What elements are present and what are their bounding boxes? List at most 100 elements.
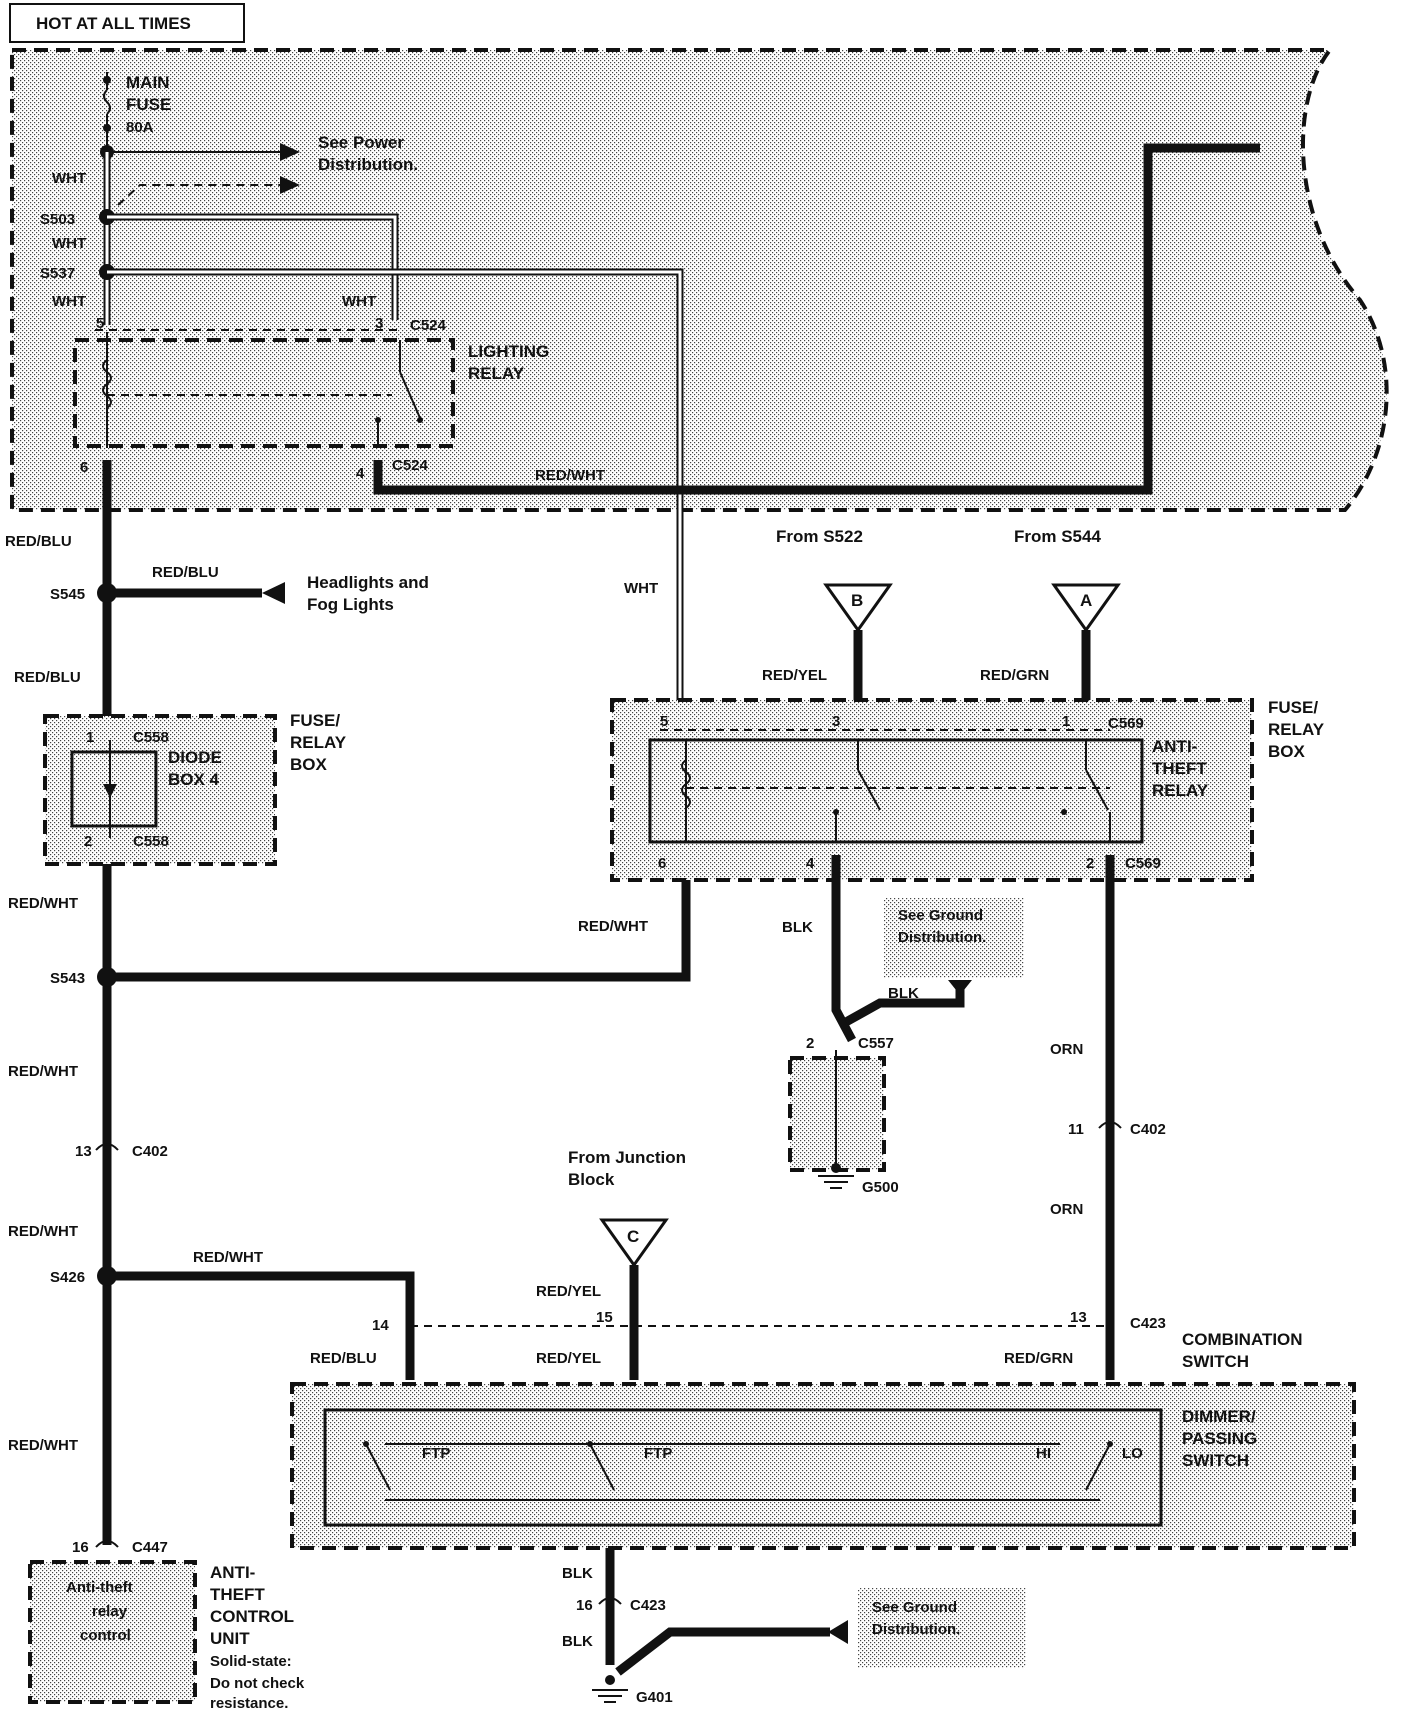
pin-13-c423: 13 (1070, 1309, 1087, 1326)
connector-c569-top: C569 (1108, 715, 1144, 732)
pin-6-anti-theft: 6 (658, 855, 666, 872)
control-unit-label-3: CONTROL (210, 1607, 294, 1626)
orn-label-1: ORN (1050, 1041, 1083, 1058)
from-junction-label-2: Block (568, 1170, 615, 1189)
marker-b-label: B (851, 591, 863, 610)
red-wht-label-top: RED/WHT (535, 467, 605, 484)
red-yel-label-top: RED/YEL (762, 667, 827, 684)
connector-c524-bottom: C524 (392, 457, 429, 474)
pin-13-c402-left: 13 (75, 1143, 92, 1160)
blk-label-2: BLK (888, 985, 919, 1002)
pin-3-lighting: 3 (375, 315, 383, 332)
power-distribution-label: See Power (318, 133, 404, 152)
pin-1-anti-theft: 1 (1062, 713, 1070, 730)
connector-c558-top: C558 (133, 729, 169, 746)
pin-4-lighting: 4 (356, 465, 365, 482)
diode-box-label: DIODE (168, 748, 222, 767)
red-yel-label-1: RED/YEL (536, 1283, 601, 1300)
pin-11-c402: 11 (1068, 1121, 1084, 1138)
pin-1-diode: 1 (86, 729, 94, 746)
dimmer-switch-label: DIMMER/ (1182, 1407, 1256, 1426)
pin-2-anti-theft: 2 (1086, 855, 1094, 872)
red-blu-label-3: RED/BLU (14, 669, 81, 686)
from-s522-label: From S522 (776, 527, 863, 546)
fuse-relay-box-label-left: FUSE/ (290, 711, 340, 730)
splice-s503: S503 (40, 211, 75, 228)
pin-5-lighting: 5 (96, 315, 104, 332)
ground-g401: G401 (636, 1689, 673, 1706)
headlights-label: Headlights and (307, 573, 429, 592)
ground-distribution-bottom (858, 1588, 1026, 1668)
red-yel-label-2: RED/YEL (536, 1350, 601, 1367)
orn-label-2: ORN (1050, 1201, 1083, 1218)
control-unit-box-label-2: relay (92, 1603, 128, 1620)
marker-a-label: A (1080, 591, 1092, 610)
pin-14-c423: 14 (372, 1317, 389, 1334)
header-title: HOT AT ALL TIMES (36, 14, 191, 33)
lo-label: LO (1122, 1445, 1143, 1462)
marker-b (823, 583, 893, 633)
ground-distribution-top (884, 898, 1024, 978)
pin-5-anti-theft: 5 (660, 713, 668, 730)
connector-c423-bottom: C423 (630, 1597, 666, 1614)
pin-15-c423: 15 (596, 1309, 613, 1326)
pin-16-c447: 16 (72, 1539, 89, 1556)
pin-16-c423: 16 (576, 1597, 593, 1614)
red-wht-label-2: RED/WHT (578, 918, 648, 935)
red-blu-label-2: RED/BLU (152, 564, 219, 581)
wht-label-3: WHT (52, 293, 86, 310)
splice-s543: S543 (50, 970, 85, 987)
control-unit-label-2: THEFT (210, 1585, 265, 1604)
fuse-relay-box-region (10, 48, 1389, 512)
control-unit-label: ANTI- (210, 1563, 255, 1582)
diode-box-label-2: BOX 4 (168, 770, 220, 789)
main-fuse-label: MAIN (126, 73, 169, 92)
splice-s545: S545 (50, 586, 85, 603)
wht-label-1: WHT (52, 170, 86, 187)
main-fuse-label-2: FUSE (126, 95, 171, 114)
blk-label-1: BLK (782, 919, 813, 936)
control-unit-box-label: Anti-theft (66, 1579, 133, 1596)
fuse-relay-box-label-left-2: RELAY (290, 733, 347, 752)
ground-distribution-bottom-label-2: Distribution. (872, 1621, 960, 1638)
anti-theft-relay-label-3: RELAY (1152, 781, 1209, 800)
from-s544-label: From S544 (1014, 527, 1101, 546)
from-junction-label: From Junction (568, 1148, 686, 1167)
ground-g500: G500 (862, 1179, 899, 1196)
red-grn-label-top: RED/GRN (980, 667, 1049, 684)
main-fuse-rating: 80A (126, 119, 154, 136)
control-unit-label-4: UNIT (210, 1629, 250, 1648)
ground-distribution-bottom-label: See Ground (872, 1599, 957, 1616)
connector-c557: C557 (858, 1035, 894, 1052)
pin-4-anti-theft: 4 (806, 855, 815, 872)
fuse-relay-box-label-right: FUSE/ (1268, 698, 1318, 717)
connector-c423-top: C423 (1130, 1315, 1166, 1332)
anti-theft-control-unit (28, 1560, 197, 1704)
pin-3-anti-theft: 3 (832, 713, 840, 730)
anti-theft-relay (648, 738, 1144, 844)
red-wht-label-4: RED/WHT (8, 1223, 78, 1240)
connector-c569-bottom: C569 (1125, 855, 1161, 872)
connector-c524-top: C524 (410, 317, 447, 334)
connector-c402-left: C402 (132, 1143, 168, 1160)
ground-distribution-label: See Ground (898, 907, 983, 924)
wht-label-5: WHT (624, 580, 658, 597)
power-distribution-label-2: Distribution. (318, 155, 418, 174)
red-blu-label-4: RED/BLU (310, 1350, 377, 1367)
combination-switch-label-2: SWITCH (1182, 1352, 1249, 1371)
fuse-relay-box-label-right-3: BOX (1268, 742, 1306, 761)
fuse-relay-box-label-left-3: BOX (290, 755, 328, 774)
ftp-label-2: FTP (644, 1445, 672, 1462)
red-grn-label-bottom: RED/GRN (1004, 1350, 1073, 1367)
header-box (9, 3, 245, 43)
lighting-relay-label: LIGHTING (468, 342, 549, 361)
connector-c402-right: C402 (1130, 1121, 1166, 1138)
control-unit-note: Solid-state: (210, 1653, 292, 1670)
dimmer-passing-switch (323, 1408, 1163, 1527)
splice-s537: S537 (40, 265, 75, 282)
pin-2-c557: 2 (806, 1035, 814, 1052)
dimmer-switch-label-3: SWITCH (1182, 1451, 1249, 1470)
red-wht-label-5: RED/WHT (193, 1249, 263, 1266)
pin-6-lighting: 6 (80, 459, 88, 476)
wht-label-4: WHT (342, 293, 376, 310)
